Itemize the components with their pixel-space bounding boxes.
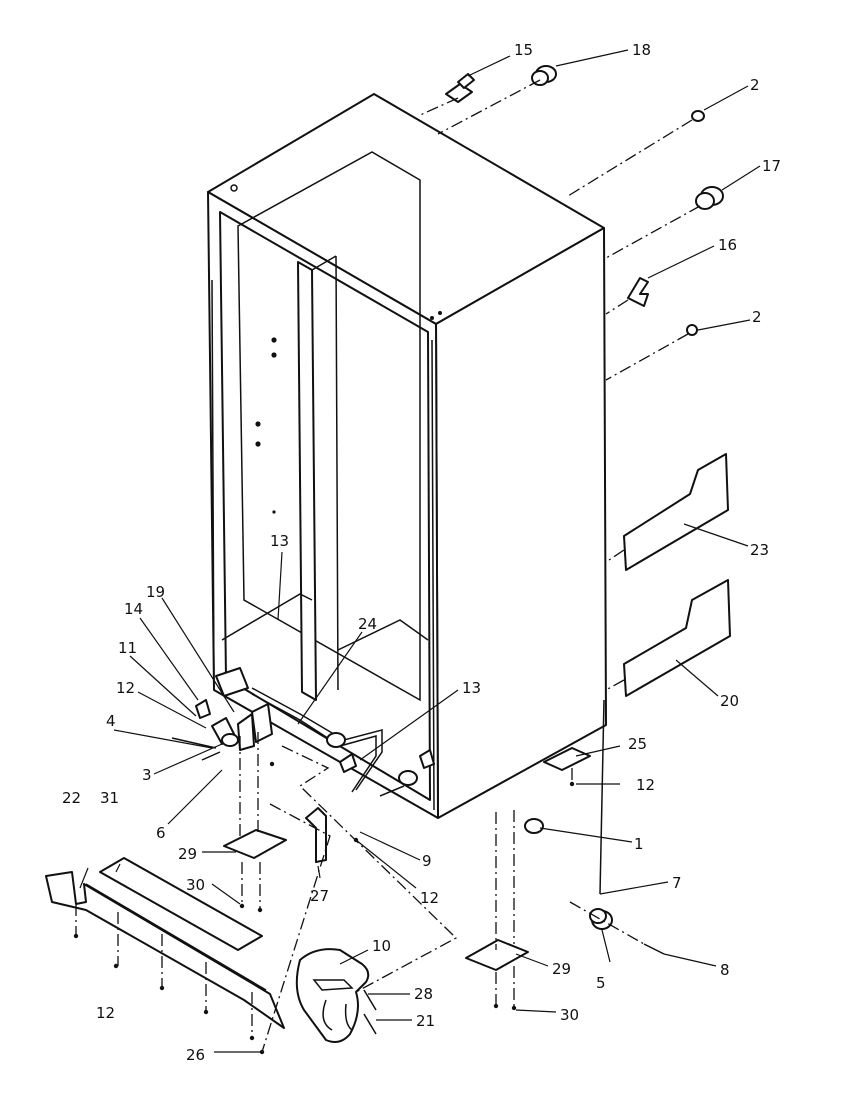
callout-12-right: 12 [636,776,655,794]
leader-lines [79,49,761,1053]
exploded-outline [281,745,458,993]
callout-7: 7 [672,874,682,892]
part-25-bracket [543,747,591,782]
callout-21: 21 [416,1012,435,1030]
leveling-leg-5 [569,699,665,955]
part-24-tube [251,687,383,793]
part-15-valve [417,73,475,117]
callout-29-right: 29 [552,960,571,978]
callout-28: 28 [414,985,433,1003]
part-23-panel [605,453,729,571]
fastener-dots [73,761,575,1055]
part-16-bracket [605,277,649,315]
callout-25: 25 [628,735,647,753]
part-17-grommet [605,186,724,259]
exploded-outline-2 [261,803,331,1053]
part-22-kickplate [45,871,285,1036]
callout-6: 6 [156,824,166,842]
callout-18: 18 [632,41,651,59]
callout-14: 14 [124,600,143,618]
part-10-cover [295,948,377,1043]
callout-3: 3 [142,766,152,784]
callout-19: 19 [146,583,165,601]
callout-2-top: 2 [750,76,760,94]
part-20-panel [605,579,731,697]
callout-20: 20 [720,692,739,710]
callout-17: 17 [762,157,781,175]
callout-11: 11 [118,639,137,657]
callout-12-left: 12 [116,679,135,697]
hinge-assembly [171,667,273,761]
part-31-plate [99,857,263,951]
callout-16: 16 [718,236,737,254]
part-27-clip [305,807,327,863]
rollers-and-nuts [326,732,544,834]
callout-labels: 15 18 2 17 16 2 23 13 19 14 24 11 13 20 … [62,41,781,1064]
callout-22: 22 [62,789,81,807]
callout-29-left: 29 [178,845,197,863]
part-2-plug-top [567,110,705,197]
callout-4: 4 [106,712,116,730]
callout-5: 5 [596,974,606,992]
callout-10: 10 [372,937,391,955]
callout-23: 23 [750,541,769,559]
part-2-plug-side [605,324,698,381]
callout-8: 8 [720,961,730,979]
part-29-bracket-left [223,732,287,913]
callout-24: 24 [358,615,377,633]
callout-30-left: 30 [186,876,205,894]
callout-15: 15 [514,41,533,59]
callout-1: 1 [634,835,644,853]
callout-12-center: 12 [420,889,439,907]
callout-30-right: 30 [560,1006,579,1024]
callout-9: 9 [422,852,432,870]
callout-26: 26 [186,1046,205,1064]
callout-31: 31 [100,789,119,807]
callout-13-lower: 13 [462,679,481,697]
callout-27: 27 [310,887,329,905]
cabinet [207,93,607,819]
part-29-bracket-right [465,810,529,1011]
part-18-grommet [437,65,557,135]
callout-2-side: 2 [752,308,762,326]
callout-13-upper: 13 [270,532,289,550]
callout-12-bottom: 12 [96,1004,115,1022]
